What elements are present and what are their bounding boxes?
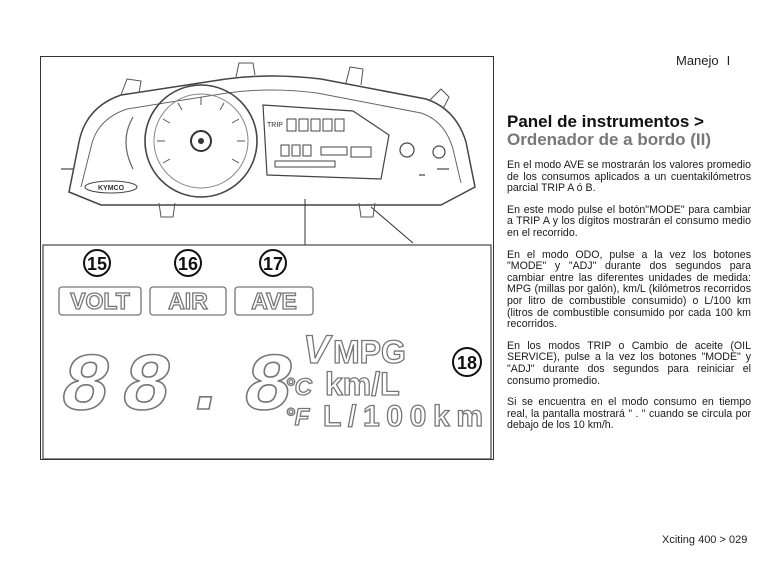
unit-km-per-l: km/L: [325, 366, 400, 402]
footer-separator: >: [719, 534, 729, 546]
svg-text:17: 17: [263, 254, 283, 274]
page-footer: Xciting 400 > 029: [662, 534, 747, 546]
callout-15: 15: [83, 249, 111, 277]
section-name: Manejo: [676, 53, 719, 68]
main-digits: 88.8: [61, 341, 293, 434]
ave-indicator: AVE: [251, 288, 297, 314]
paragraph-mode-button: En este modo pulse el botón"MODE" para c…: [507, 203, 751, 239]
volt-unit-letter: V: [303, 328, 333, 372]
callout-16: 16: [174, 249, 202, 277]
air-indicator: AIR: [168, 288, 208, 314]
section-separator: I: [726, 53, 731, 68]
callout-18: 18: [452, 347, 482, 377]
trip-label: TRIP: [267, 122, 283, 129]
unit-l-per-100km: L/100km: [323, 400, 483, 433]
footer-model: Xciting 400: [662, 534, 717, 546]
brand-logo: KYMCO: [98, 185, 125, 192]
svg-text:16: 16: [178, 254, 198, 274]
volt-indicator: VOLT: [70, 288, 130, 314]
svg-text:18: 18: [457, 353, 477, 373]
paragraph-reset-average: En los modos TRIP o Cambio de aceite (OI…: [507, 339, 751, 387]
paragraph-realtime: Si se encuentra en el modo consumo en ti…: [507, 396, 751, 432]
callout-17: 17: [259, 249, 287, 277]
footer-page-number: 029: [728, 534, 748, 546]
unit-celsius: °C: [285, 374, 313, 401]
page-subtitle: Ordenador de a bordo (II): [507, 130, 712, 149]
paragraph-ave-mode: En el modo AVE se mostrarán los valores …: [507, 159, 751, 195]
dashboard-illustration: KYMCO TRIP 15: [42, 62, 492, 459]
section-header: Manejo I: [676, 53, 730, 68]
body-text: En el modo AVE se mostrarán los valores …: [507, 159, 751, 442]
unit-mpg: MPG: [333, 334, 406, 370]
unit-fahrenheit: °F: [285, 404, 311, 431]
svg-text:15: 15: [87, 254, 107, 274]
page-title: Panel de instrumentos >: [507, 112, 704, 131]
paragraph-odo-units: En el modo ODO, pulse a la vez los boton…: [507, 248, 751, 331]
instrument-panel-figure: KYMCO TRIP 15: [40, 56, 494, 460]
